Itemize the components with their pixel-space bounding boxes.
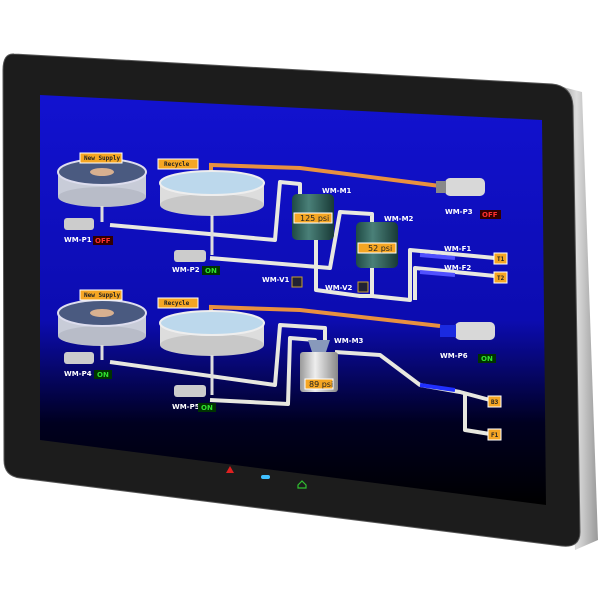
pump-label: WM-P4: [64, 370, 92, 378]
tag-label: New Supply: [84, 292, 121, 299]
output-f1[interactable]: F1: [487, 428, 502, 441]
pump-icon: [445, 178, 485, 196]
valve-wm-v1[interactable]: WM-V1: [262, 276, 303, 288]
status-badge: ON: [201, 404, 213, 412]
tag-new-supply-1: New Supply: [79, 152, 123, 164]
pump-label: WM-P6: [440, 352, 468, 360]
pump-wm-p4[interactable]: WM-P4 ON: [64, 352, 112, 379]
tag-recycle-2: Recycle: [157, 297, 199, 309]
tank-label: WM-M2: [384, 215, 414, 223]
valve-wm-v2[interactable]: WM-V2: [325, 281, 369, 293]
pipe-m2-out: [371, 248, 496, 302]
pressure-readout: 89 psi: [309, 380, 333, 389]
tank-label: WM-M1: [322, 187, 352, 195]
valve-icon: [357, 281, 369, 293]
output-label: B3: [491, 399, 499, 406]
pipe-p1: [109, 180, 302, 242]
output-b3[interactable]: B3: [487, 395, 502, 408]
pump-icon: [64, 352, 94, 364]
status-badge: OFF: [95, 237, 111, 245]
pipe-f1-out: [463, 392, 491, 436]
pump-label: WM-P1: [64, 236, 92, 244]
warning-icon: [226, 466, 234, 473]
pump-wm-p3[interactable]: WM-P3 OFF: [436, 178, 501, 219]
home-icon: [297, 480, 307, 489]
tag-new-supply-2: New Supply: [79, 289, 123, 301]
status-badge: ON: [205, 267, 217, 275]
hmi-screen: New Supply Recycle New Supply Recycle WM…: [40, 95, 546, 505]
pipe-p4: [109, 323, 327, 387]
status-badge: ON: [97, 371, 109, 379]
pump-label: WM-P3: [445, 208, 473, 216]
valve-label: WM-V1: [262, 276, 290, 284]
output-label: T2: [497, 275, 505, 282]
pump-icon: [64, 218, 94, 230]
pump-wm-p2[interactable]: WM-P2 ON: [172, 250, 220, 275]
pump-wm-p1[interactable]: WM-P1 OFF: [64, 218, 113, 245]
flow-meter-m3: [419, 383, 456, 392]
pump-icon: [174, 250, 206, 262]
status-led-icon: [261, 475, 270, 479]
pipe-f2: [413, 266, 496, 300]
tag-label: Recycle: [164, 300, 190, 307]
flow-meter-f2: [419, 270, 456, 277]
output-t1[interactable]: T1: [493, 252, 508, 265]
pipe-m1-out: [314, 240, 374, 298]
clarifier-new-supply-2: [57, 299, 147, 360]
flow-meter-f1: [419, 253, 456, 260]
flow-label-wm-f1: WM-F1: [444, 245, 471, 253]
pump-label: WM-P5: [172, 403, 200, 411]
tag-label: Recycle: [164, 161, 190, 168]
tank-wm-m3[interactable]: 89 psi WM-M3: [300, 337, 364, 392]
pump-icon: [174, 385, 206, 397]
pump-icon: [455, 322, 495, 340]
valve-icon: [291, 276, 303, 288]
clarifier-recycle-1: [159, 170, 265, 255]
flow-label-wm-f2: WM-F2: [444, 264, 471, 272]
pump-wm-p5[interactable]: WM-P5 ON: [172, 385, 216, 412]
pressure-readout: 52 psi: [368, 244, 392, 253]
output-label: T1: [497, 256, 505, 263]
tank-wm-m2[interactable]: 52 psi WM-M2: [356, 215, 414, 268]
tank-wm-m1[interactable]: 125 psi WM-M1: [292, 187, 352, 240]
tag-recycle-1: Recycle: [157, 158, 199, 170]
pressure-readout: 125 psi: [300, 214, 329, 223]
clarifier-new-supply-1: [57, 158, 147, 222]
status-badge: ON: [481, 355, 493, 363]
tag-label: New Supply: [84, 155, 121, 162]
pump-label: WM-P2: [172, 266, 200, 274]
pump-wm-p6[interactable]: WM-P6 ON: [440, 322, 496, 363]
output-label: F1: [491, 432, 499, 439]
status-badge: OFF: [482, 211, 498, 219]
valve-label: WM-V2: [325, 284, 353, 292]
tank-label: WM-M3: [334, 337, 364, 345]
pipe-p2: [209, 210, 374, 270]
output-t2[interactable]: T2: [493, 271, 508, 284]
clarifier-recycle-2: [159, 310, 265, 395]
